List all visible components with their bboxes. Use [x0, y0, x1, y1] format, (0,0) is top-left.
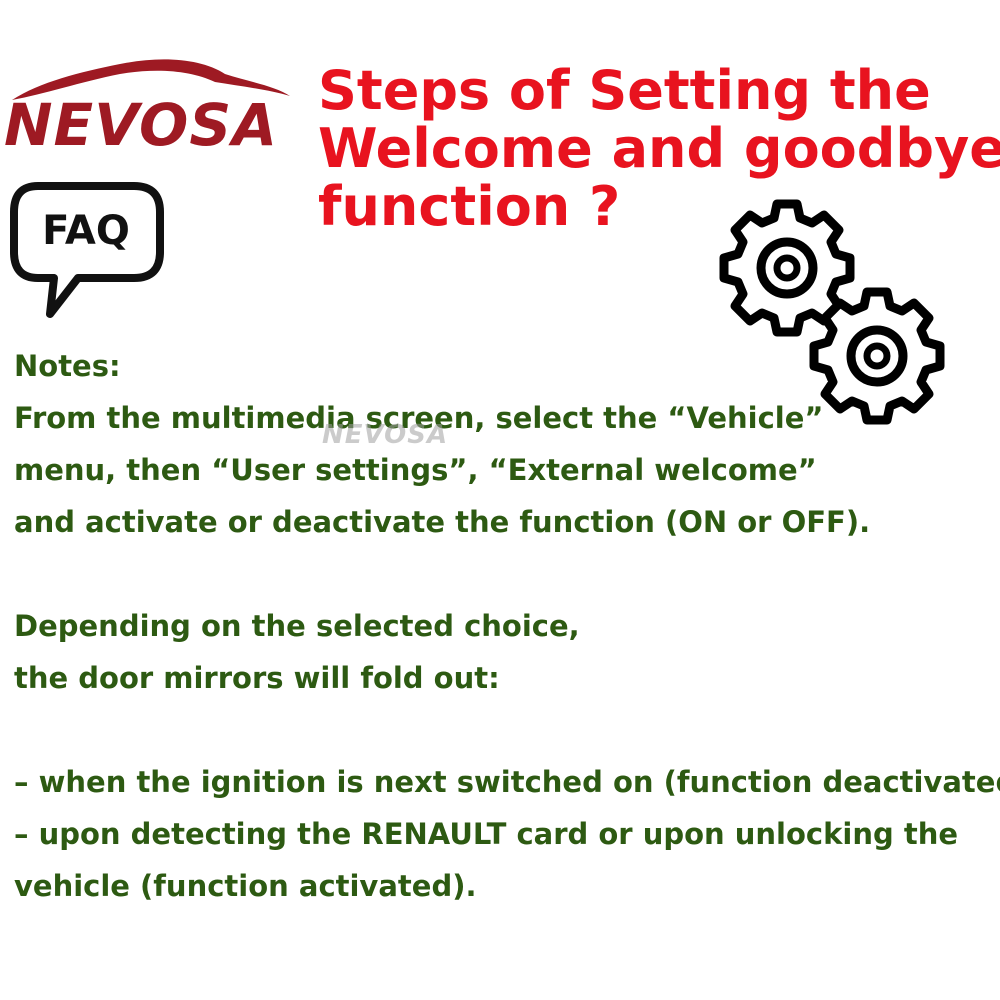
gears-icon	[715, 198, 950, 428]
title-line: Welcome and goodbye	[318, 117, 1000, 180]
gear-small-icon	[809, 287, 945, 425]
notes-line: From the multimedia screen, select the “…	[14, 401, 824, 435]
nevosa-logo: NEVOSA	[0, 52, 295, 159]
title-line: Steps of Setting the	[318, 59, 931, 122]
notes-line: vehicle (function activated).	[14, 869, 477, 903]
notes-section: Notes: From the multimedia screen, selec…	[14, 340, 1000, 912]
notes-line: menu, then “User settings”, “External we…	[14, 453, 817, 487]
notes-line: the door mirrors will fold out:	[14, 661, 500, 695]
logo-text: NEVOSA	[4, 91, 278, 159]
faq-label: FAQ	[42, 208, 130, 254]
car-silhouette-icon	[12, 59, 290, 100]
notes-line: and activate or deactivate the function …	[14, 505, 871, 539]
paragraph-gap	[14, 548, 994, 600]
title-line: function ?	[318, 175, 621, 238]
speech-bubble-icon	[10, 182, 164, 318]
watermark: NEVOSA	[322, 420, 449, 450]
gear-large-icon	[719, 199, 855, 337]
paragraph-gap	[14, 704, 994, 756]
faq-badge: FAQ	[10, 180, 170, 320]
page-title: Steps of Setting the Welcome and goodbye…	[318, 59, 1000, 238]
notes-heading: Notes:	[14, 349, 121, 383]
notes-line: Depending on the selected choice,	[14, 609, 580, 643]
notes-line: – upon detecting the RENAULT card or upo…	[14, 817, 959, 851]
notes-line: – when the ignition is next switched on …	[14, 765, 1000, 799]
